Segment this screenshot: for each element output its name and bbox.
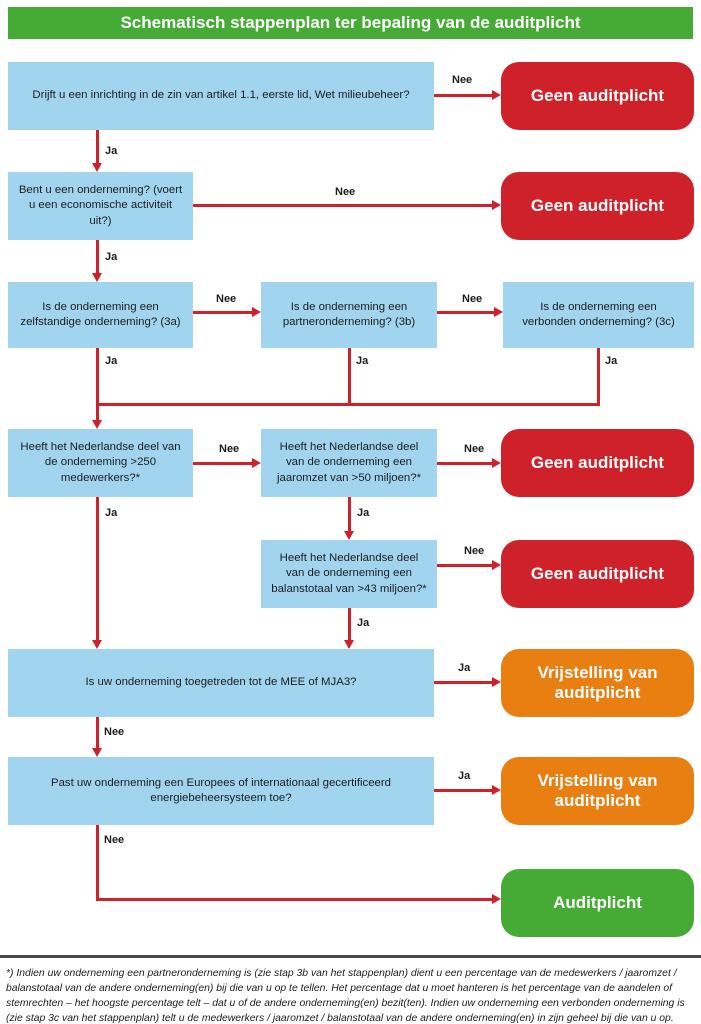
- arrow-merge-line: [96, 403, 600, 406]
- edge-label-ja: Ja: [458, 770, 471, 782]
- arrow-line: [437, 564, 492, 567]
- arrowhead-down-icon: [92, 163, 102, 172]
- arrow-line: [348, 497, 351, 531]
- arrowhead-right-icon: [494, 307, 503, 317]
- edge-label-nee: Nee: [452, 74, 473, 86]
- result-geen-auditplicht-2: Geen auditplicht: [501, 172, 694, 240]
- arrow-line: [96, 497, 99, 640]
- arrowhead-down-icon: [92, 273, 102, 282]
- question-onderneming: Bent u een onderneming? (voert u een eco…: [8, 172, 193, 240]
- arrow-line: [193, 311, 252, 314]
- arrowhead-right-icon: [492, 677, 501, 687]
- arrowhead-down-icon: [92, 748, 102, 757]
- question-energiebeheersysteem: Past uw onderneming een Europees of inte…: [8, 757, 434, 825]
- arrow-line: [96, 403, 99, 420]
- edge-label-ja: Ja: [356, 355, 369, 367]
- edge-label-ja: Ja: [357, 507, 370, 519]
- page-title: Schematisch stappenplan ter bepaling van…: [8, 7, 693, 39]
- arrow-line: [96, 130, 99, 163]
- arrow-line: [193, 462, 252, 465]
- arrowhead-right-icon: [252, 307, 261, 317]
- result-geen-auditplicht-3: Geen auditplicht: [501, 429, 694, 497]
- arrow-line: [348, 608, 351, 640]
- question-partneronderneming-3b: Is de onderneming een partneronderneming…: [261, 282, 437, 348]
- arrow-line: [96, 717, 99, 748]
- arrow-line: [437, 462, 492, 465]
- arrow-line: [437, 311, 494, 314]
- question-jaaromzet-50-miljoen: Heeft het Nederlandse deel van de ondern…: [261, 429, 437, 497]
- edge-label-ja: Ja: [605, 355, 618, 367]
- arrow-line: [434, 681, 492, 684]
- edge-label-nee: Nee: [219, 443, 240, 455]
- edge-label-ja: Ja: [105, 507, 118, 519]
- edge-label-ja: Ja: [458, 662, 471, 674]
- question-inrichting-wet-milieubeheer: Drijft u een inrichting in de zin van ar…: [8, 62, 434, 130]
- arrowhead-right-icon: [492, 458, 501, 468]
- arrow-line: [597, 348, 600, 406]
- result-auditplicht: Auditplicht: [501, 869, 694, 937]
- arrowhead-right-icon: [492, 785, 501, 795]
- edge-label-ja: Ja: [357, 617, 370, 629]
- question-zelfstandige-onderneming-3a: Is de onderneming een zelfstandige onder…: [8, 282, 193, 348]
- arrowhead-down-icon: [344, 640, 354, 649]
- edge-label-nee: Nee: [462, 293, 483, 305]
- question-balanstotaal-43-miljoen: Heeft het Nederlandse deel van de ondern…: [261, 540, 437, 608]
- footnote-text: *) Indien uw onderneming een partneronde…: [6, 968, 685, 1024]
- edge-label-nee: Nee: [335, 186, 356, 198]
- edge-label-nee: Nee: [464, 443, 485, 455]
- edge-label-nee: Nee: [464, 545, 485, 557]
- edge-label-nee: Nee: [216, 293, 237, 305]
- question-250-medewerkers: Heeft het Nederlandse deel van de ondern…: [8, 429, 193, 497]
- edge-label-ja: Ja: [105, 251, 118, 263]
- result-vrijstelling-2: Vrijstelling van auditplicht: [501, 757, 694, 825]
- arrow-line: [193, 204, 492, 207]
- arrowhead-right-icon: [492, 894, 501, 904]
- arrowhead-down-icon: [92, 420, 102, 429]
- arrowhead-right-icon: [252, 458, 261, 468]
- question-mee-mja3: Is uw onderneming toegetreden tot de MEE…: [8, 649, 434, 717]
- result-geen-auditplicht-1: Geen auditplicht: [501, 62, 694, 130]
- footer-divider: [0, 955, 701, 958]
- arrowhead-right-icon: [492, 200, 501, 210]
- arrow-line: [96, 825, 99, 901]
- arrowhead-down-icon: [92, 640, 102, 649]
- arrow-line: [96, 348, 99, 406]
- arrow-line: [96, 240, 99, 273]
- edge-label-ja: Ja: [105, 355, 118, 367]
- edge-label-nee: Nee: [104, 726, 125, 738]
- result-vrijstelling-1: Vrijstelling van auditplicht: [501, 649, 694, 717]
- arrow-line: [96, 898, 492, 901]
- edge-label-ja: Ja: [105, 145, 118, 157]
- arrowhead-down-icon: [344, 531, 354, 540]
- arrow-line: [348, 348, 351, 406]
- arrow-line: [434, 94, 492, 97]
- edge-label-nee: Nee: [104, 834, 125, 846]
- arrowhead-right-icon: [492, 90, 501, 100]
- question-verbonden-onderneming-3c: Is de onderneming een verbonden ondernem…: [503, 282, 694, 348]
- arrow-line: [434, 789, 492, 792]
- result-geen-auditplicht-4: Geen auditplicht: [501, 540, 694, 608]
- arrowhead-right-icon: [492, 560, 501, 570]
